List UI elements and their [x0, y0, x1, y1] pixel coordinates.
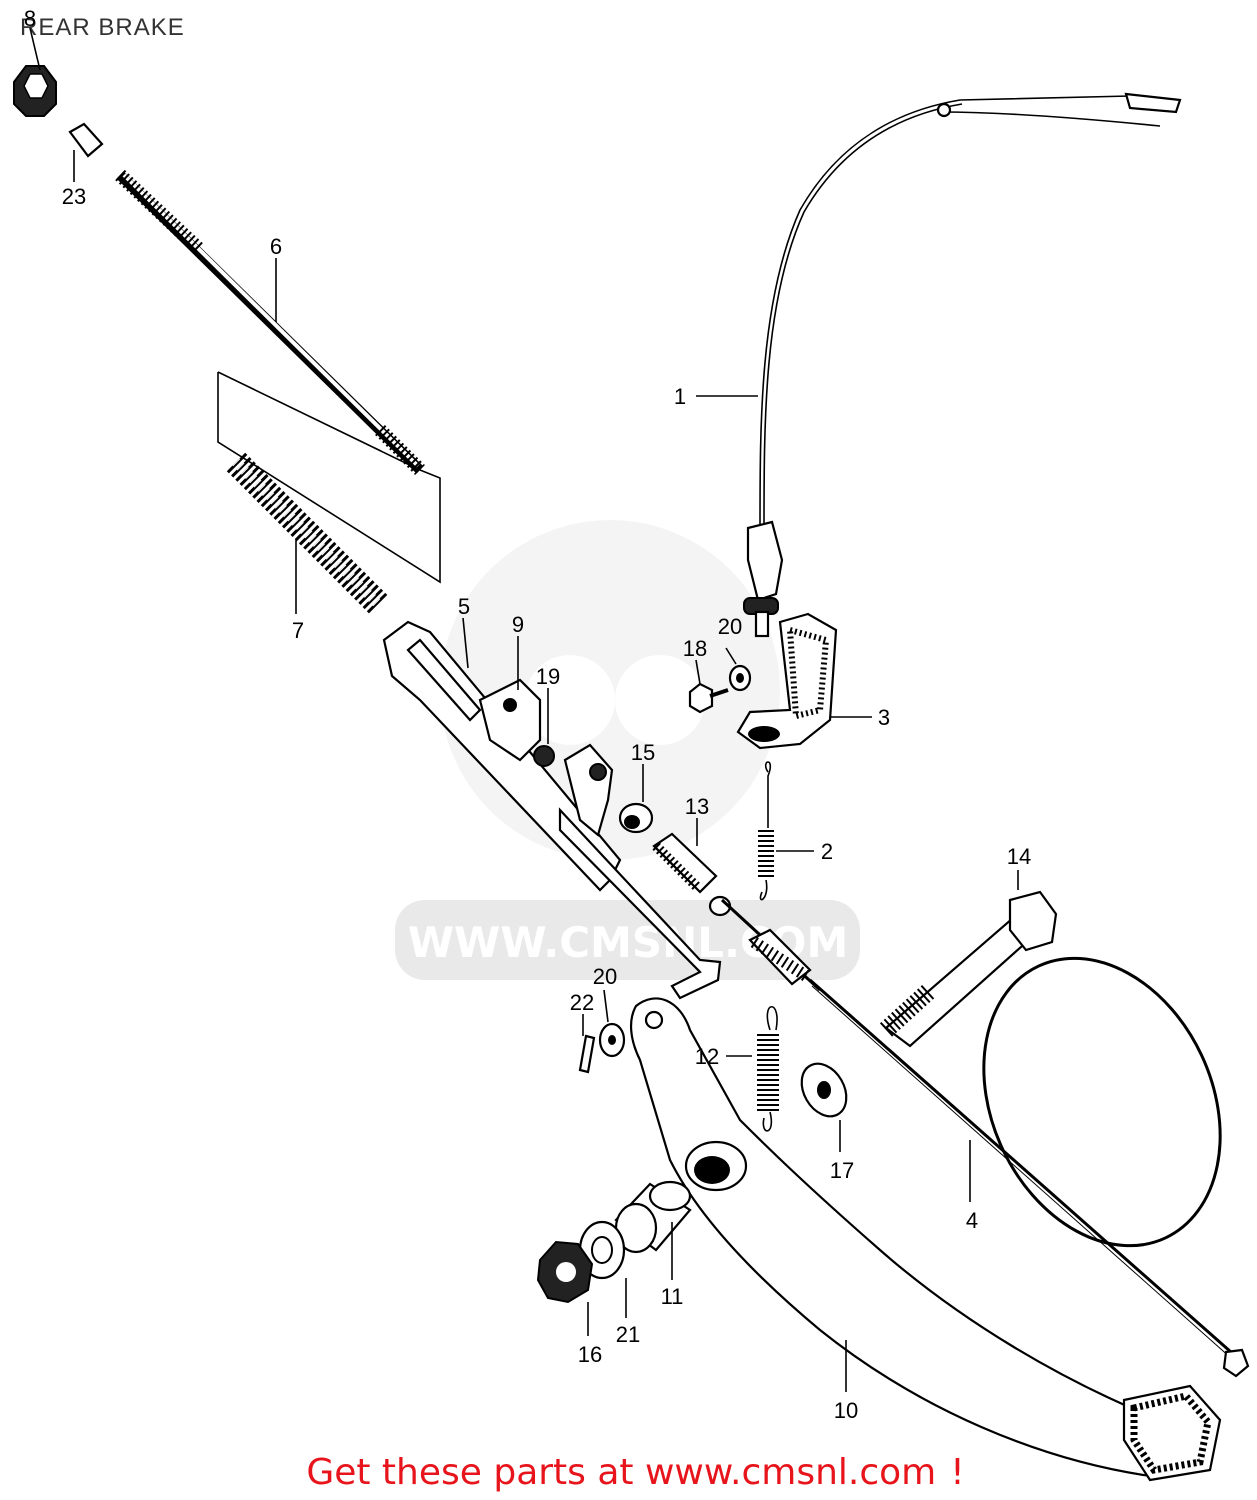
pedal-bolt-part — [879, 890, 1222, 1248]
lever-arm-part — [563, 743, 614, 837]
brake-rod-part — [115, 169, 425, 475]
rod-spring-part — [226, 452, 390, 616]
joint-part — [478, 678, 542, 762]
callout-7: 7 — [292, 618, 304, 643]
cotter-pin-part — [578, 1034, 596, 1074]
callout-14: 14 — [1007, 844, 1031, 869]
callout-labels: 8 23 6 7 5 9 19 15 13 1 20 18 3 2 14 12 … — [24, 6, 1031, 1423]
callout-8: 8 — [24, 6, 36, 31]
watermark-logo: WWW.CMSNL.COM — [395, 520, 860, 980]
lock-nut-part — [536, 1240, 594, 1304]
callout-3: 3 — [878, 705, 890, 730]
diagram-title: REAR BRAKE — [20, 14, 185, 41]
washer-small-part — [598, 1022, 626, 1058]
callout-9: 9 — [512, 612, 524, 637]
callout-10: 10 — [834, 1398, 858, 1423]
callout-4: 4 — [966, 1208, 978, 1233]
callout-11: 11 — [661, 1284, 684, 1309]
washer-part — [728, 664, 752, 692]
callout-21: 21 — [616, 1322, 640, 1347]
callout-20-top: 20 — [718, 614, 742, 639]
callout-20-bottom: 20 — [593, 964, 617, 989]
washer-large-part — [800, 1062, 848, 1118]
rod-lever-part — [382, 620, 722, 1000]
callout-5: 5 — [458, 594, 470, 619]
promo-link[interactable]: Get these parts at www.cmsnl.com! — [0, 1452, 1257, 1493]
callout-19: 19 — [536, 664, 560, 689]
collar-part — [533, 745, 555, 767]
callout-2: 2 — [821, 839, 833, 864]
switch-cable-part — [743, 92, 1182, 638]
callout-18: 18 — [683, 636, 707, 661]
brake-pedal-part — [630, 997, 1222, 1482]
callout-6: 6 — [270, 234, 282, 259]
pedal-collar-part — [614, 1180, 692, 1254]
adjusting-nut-part — [13, 65, 57, 117]
return-spring-part — [757, 1005, 779, 1132]
switch-bracket-part — [736, 612, 838, 750]
callout-17: 17 — [830, 1158, 854, 1183]
callout-15: 15 — [631, 740, 655, 765]
leader-lines — [29, 27, 1019, 1392]
callout-12: 12 — [695, 1044, 719, 1069]
brake-cable-part — [720, 898, 1250, 1378]
promo-suffix: ! — [950, 1452, 965, 1493]
joint-pin-part — [68, 122, 104, 158]
switch-spring-part — [758, 761, 774, 901]
adjuster-part — [652, 832, 732, 917]
promo-text: Get these parts at www.cmsnl.com — [306, 1452, 937, 1493]
callout-23: 23 — [62, 184, 86, 209]
callout-1: 1 — [674, 384, 686, 409]
nut-part — [618, 802, 654, 834]
callout-13: 13 — [685, 794, 709, 819]
callout-22: 22 — [570, 990, 594, 1015]
callout-16: 16 — [578, 1342, 602, 1367]
bolt-part — [688, 682, 729, 714]
